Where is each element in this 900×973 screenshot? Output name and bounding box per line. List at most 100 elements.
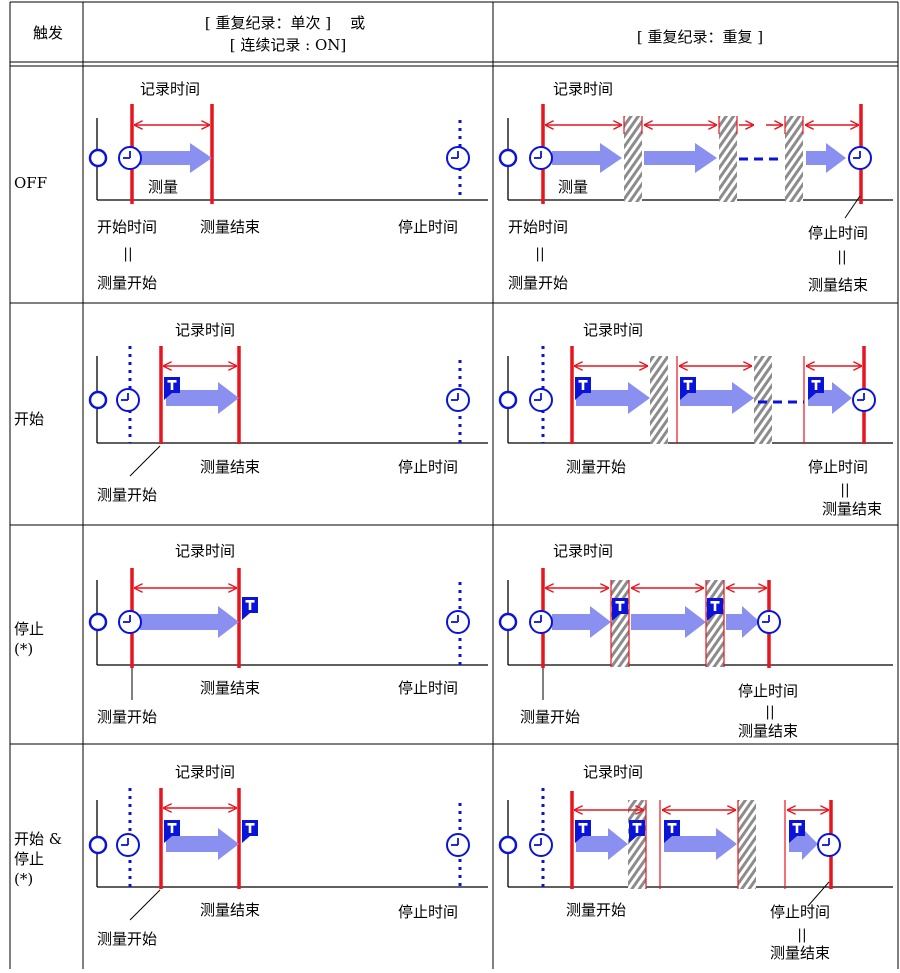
record-time-label: 记录时间 — [140, 80, 200, 98]
power-circle — [498, 612, 518, 632]
record-time-label: 记录时间 — [583, 321, 643, 339]
equals-label: || — [797, 927, 806, 943]
table-grid — [9, 1, 899, 969]
start-leader — [129, 889, 161, 921]
measure-label: 测量 — [148, 178, 178, 196]
measure-end-label: 测量结束 — [738, 722, 798, 740]
gap-hatch — [628, 800, 646, 889]
gap-hatch — [754, 356, 772, 444]
record-time-label: 记录时间 — [175, 763, 235, 781]
repeat-diagram: 记录时间 测量开始 停止时间 || 测量结束 — [498, 763, 893, 962]
start-clock-icon — [529, 146, 553, 170]
equals-label: || — [535, 246, 544, 262]
equals-label: || — [840, 482, 849, 498]
record-time-label: 记录时间 — [553, 542, 613, 560]
measure-start-label: 测量开始 — [97, 486, 157, 504]
start-clock-icon — [118, 610, 142, 634]
measure-start-label: 测量开始 — [566, 458, 626, 476]
single-diagram: 记录时间 测量结束 停止时间 测量开始 — [88, 542, 488, 726]
start-time-label: 开始时间 — [508, 218, 568, 236]
header-single-line2: [ 连续记录 : ON] — [230, 36, 347, 54]
power-circle — [498, 390, 518, 410]
start-clock-icon — [116, 388, 140, 412]
trigger-icon — [242, 820, 258, 843]
row-off: OFF 记录时间 测量 开始时间 || 测量开始 测量结束 停止时间 — [14, 80, 893, 294]
measure-end-label: 测量结束 — [200, 901, 260, 919]
measure-arrow — [166, 382, 239, 414]
record-time-label: 记录时间 — [553, 80, 613, 98]
stop-clock-icon — [446, 833, 470, 857]
stop-clock-icon — [446, 388, 470, 412]
measure-arrow — [680, 382, 754, 414]
stop-clock-icon — [446, 146, 470, 170]
trigger-label: OFF — [14, 174, 47, 192]
record-time-label: 记录时间 — [175, 321, 235, 339]
header-repeat: [ 重复纪录：重复 ] — [637, 28, 763, 46]
start-clock-icon — [116, 833, 140, 857]
trigger-label-note: (*) — [14, 870, 33, 888]
equals-label: || — [123, 246, 132, 262]
power-circle — [498, 148, 518, 168]
power-circle — [88, 612, 108, 632]
start-time-label: 开始时间 — [97, 218, 157, 236]
start-clock-icon — [529, 388, 553, 412]
power-circle — [498, 835, 518, 855]
row-start-stop: 开始 & 停止 (*) 记录时间 测量结束 停止时间 测量开始 — [14, 763, 893, 962]
gap-hatch — [785, 116, 803, 202]
stop-time-label: 停止时间 — [398, 903, 458, 921]
gap-hatch — [611, 580, 629, 667]
measure-start-label: 测量开始 — [508, 274, 568, 292]
measure-start-label: 测量开始 — [97, 708, 157, 726]
stop-clock-icon — [848, 146, 872, 170]
stop-time-label: 停止时间 — [738, 682, 798, 700]
measure-end-label: 测量结束 — [822, 500, 882, 518]
start-clock-icon — [529, 610, 553, 634]
stop-time-label: 停止时间 — [770, 903, 830, 921]
gap-hatch — [719, 116, 737, 202]
single-diagram: 记录时间 测量结束 停止时间 测量开始 — [88, 321, 488, 504]
row-stop: 停止 (*) 记录时间 测量结束 停止时间 测量开始 — [14, 542, 893, 740]
measure-arrow — [140, 143, 212, 173]
stop-clock-icon — [852, 388, 876, 412]
stop-clock-icon — [446, 610, 470, 634]
header-trigger: 触发 — [33, 24, 63, 42]
stop-leader — [807, 881, 830, 907]
measure-end-label: 测量结束 — [200, 218, 260, 236]
trigger-label: 开始 & — [14, 830, 62, 848]
measure-arrow — [166, 828, 239, 860]
trigger-label: 停止 — [14, 850, 44, 868]
measure-start-label: 测量开始 — [97, 930, 157, 948]
measure-arrow — [631, 606, 706, 638]
repeat-diagram: 记录时间 停止时间 || 测量结束 测量开始 — [498, 542, 893, 740]
record-time-label: 记录时间 — [175, 542, 235, 560]
stop-time-label: 停止时间 — [808, 224, 868, 242]
power-circle — [88, 148, 108, 168]
measure-arrow — [576, 382, 650, 414]
power-circle — [88, 835, 108, 855]
stop-time-label: 停止时间 — [398, 679, 458, 697]
single-diagram: 记录时间 测量 开始时间 || 测量开始 测量结束 停止时间 — [88, 80, 488, 292]
measure-arrow — [806, 143, 846, 173]
trigger-label-note: (*) — [14, 640, 33, 658]
equals-label: || — [765, 704, 774, 720]
measure-start-label: 测量开始 — [566, 901, 626, 919]
start-clock-icon — [529, 833, 553, 857]
measure-end-label: 测量结束 — [808, 276, 868, 294]
measure-end-label: 测量结束 — [200, 679, 260, 697]
measure-arrow — [552, 143, 622, 173]
repeat-diagram: 记录时间 测量开始 停止时间 || 测量结束 — [498, 321, 893, 518]
stop-time-label: 停止时间 — [398, 458, 458, 476]
start-clock-icon — [118, 146, 142, 170]
stop-time-label: 停止时间 — [808, 458, 868, 476]
gap-hatch — [624, 116, 642, 202]
trigger-icon — [242, 597, 258, 620]
stop-leader — [844, 195, 861, 219]
measure-end-label: 测量结束 — [200, 458, 260, 476]
repeat-diagram: 记录时间 测量 开始时间 || 测量开始 停止时间 || 测量结束 — [498, 80, 893, 294]
power-circle — [88, 390, 108, 410]
measure-arrow — [726, 606, 760, 638]
table-header: 触发 [ 重复纪录：单次 ] 或 [ 连续记录 : ON] [ 重复纪录：重复 … — [33, 14, 763, 54]
single-diagram: 记录时间 测量结束 停止时间 测量开始 — [88, 763, 488, 948]
